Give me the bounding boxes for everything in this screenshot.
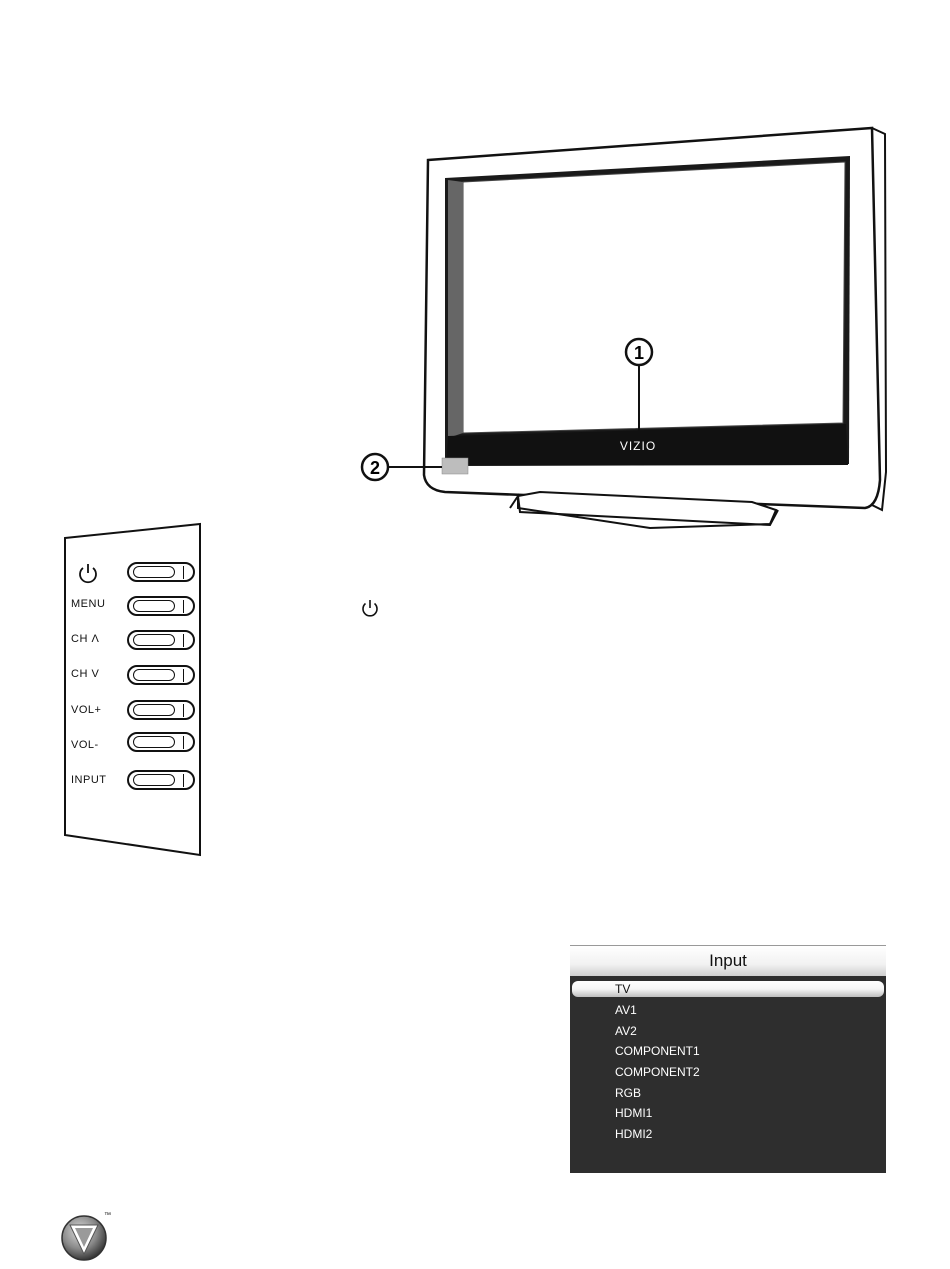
input-menu-title: Input [570,946,886,976]
channel-up-button-label: CH Λ [71,633,99,645]
callout-1-label: 1 [634,343,644,363]
tv-brand-text: VIZIO [620,439,656,453]
channel-down-button-label: CH V [71,668,99,680]
volume-down-button[interactable] [127,732,195,752]
input-button[interactable] [127,770,195,790]
power-button[interactable] [127,562,195,582]
channel-down-button[interactable] [127,665,195,685]
input-button-label: INPUT [71,774,107,786]
volume-up-button-label: VOL+ [71,704,101,716]
volume-down-button-label: VOL- [71,739,99,751]
menu-button-label: MENU [71,598,105,610]
input-option-component1[interactable]: COMPONENT1 [570,1041,886,1061]
tv-front-illustration: 1 VIZIO 2 [350,120,910,540]
power-icon [77,562,99,589]
vizio-v-logo: ™ [60,1212,112,1264]
callout-2-label: 2 [370,458,380,478]
input-option-component2[interactable]: COMPONENT2 [570,1062,886,1082]
input-option-tv[interactable]: TV [572,981,884,997]
input-option-hdmi1[interactable]: HDMI1 [570,1103,886,1123]
channel-up-button[interactable] [127,630,195,650]
input-menu: Input TV AV1 AV2 COMPONENT1 COMPONENT2 R… [570,945,886,1173]
power-icon [360,598,380,618]
input-option-av2[interactable]: AV2 [570,1021,886,1041]
input-option-av1[interactable]: AV1 [570,1000,886,1020]
tv-drawing: 1 VIZIO 2 [350,120,910,540]
trademark-symbol: ™ [104,1212,111,1219]
menu-button[interactable] [127,596,195,616]
volume-up-button[interactable] [127,700,195,720]
input-option-hdmi2[interactable]: HDMI2 [570,1124,886,1144]
side-control-panel: MENU CH Λ CH V VOL+ VOL- INPUT [55,520,215,865]
input-option-rgb[interactable]: RGB [570,1083,886,1103]
